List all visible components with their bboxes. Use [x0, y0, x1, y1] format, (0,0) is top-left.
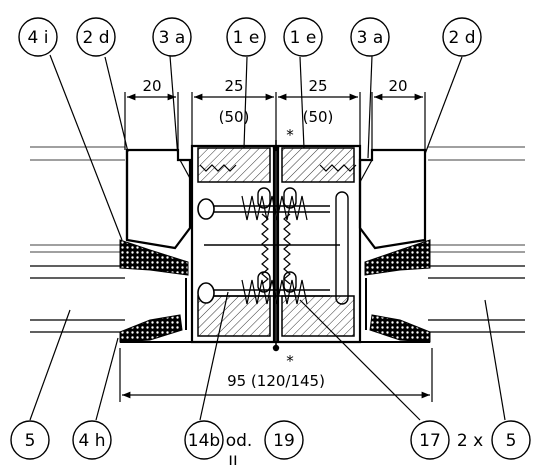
- callout-19: 19: [264, 420, 304, 460]
- callout-17: 17: [410, 420, 450, 460]
- note-or: od.: [226, 431, 253, 451]
- joint-dot-top: [272, 144, 280, 152]
- callout-1e-left-label: 1 e: [233, 28, 260, 48]
- callout-2d-left-label: 2 d: [82, 28, 109, 48]
- callout-4h: 4 h: [72, 420, 112, 460]
- callout-3a-left: 3 a: [152, 17, 192, 57]
- callouts-bottom: 5 4 h 14b od. ıı 19 17 2 x 5: [10, 420, 531, 470]
- callout-3a-right: 3 a: [350, 17, 390, 57]
- dim-left-50: (50): [219, 108, 250, 126]
- callout-2d-left: 2 d: [76, 17, 116, 57]
- callout-19-label: 19: [273, 431, 295, 451]
- callout-5-right: 5: [491, 420, 531, 460]
- dimension-lines: [119, 92, 433, 402]
- insulation-left: [197, 147, 271, 337]
- dim-left-25: 25: [224, 77, 243, 95]
- callout-14b: 14b: [184, 420, 224, 460]
- callout-2d-right: 2 d: [442, 17, 482, 57]
- callout-5-right-label: 5: [506, 431, 517, 451]
- callout-4h-label: 4 h: [79, 431, 106, 451]
- dimension-labels: 20 25 (50) 25 (50) 20 95 (120/145) * *: [142, 77, 407, 390]
- bottom-rail: [120, 278, 430, 343]
- callout-4i: 4 i: [18, 17, 58, 57]
- callout-5-left-label: 5: [25, 431, 36, 451]
- callout-5-left: 5: [10, 420, 50, 460]
- screw-springs: [179, 159, 373, 305]
- callout-3a-right-label: 3 a: [357, 28, 384, 48]
- callout-14b-label: 14b: [188, 431, 220, 451]
- star-top: *: [286, 126, 294, 144]
- callout-1e-right-label: 1 e: [290, 28, 317, 48]
- callouts-top: 4 i 2 d 3 a 1 e 1 e 3 a 2 d: [18, 17, 482, 57]
- seal-left: [119, 239, 189, 343]
- note-times: 2 x: [457, 431, 483, 451]
- callout-1e-left: 1 e: [226, 17, 266, 57]
- callout-3a-left-label: 3 a: [159, 28, 186, 48]
- dim-overall: 95 (120/145): [227, 372, 325, 390]
- frame-profile-left: [125, 148, 192, 250]
- glass-pane-right: [428, 146, 525, 333]
- dim-right-25: 25: [308, 77, 327, 95]
- callout-17-label: 17: [419, 431, 441, 451]
- leader-lines: [29, 54, 506, 421]
- dim-right-20: 20: [388, 77, 407, 95]
- glass-pane-left: [30, 146, 125, 333]
- joint-dot-bottom: [272, 344, 280, 352]
- callout-1e-right: 1 e: [283, 17, 323, 57]
- note-tick: ıı: [228, 450, 237, 467]
- insulation-right: [281, 147, 355, 337]
- callout-2d-right-label: 2 d: [448, 28, 475, 48]
- star-bottom: *: [286, 352, 294, 370]
- callout-4i-label: 4 i: [28, 28, 49, 48]
- dim-left-20: 20: [142, 77, 161, 95]
- dim-right-50: (50): [303, 108, 334, 126]
- seal-right: [364, 239, 431, 343]
